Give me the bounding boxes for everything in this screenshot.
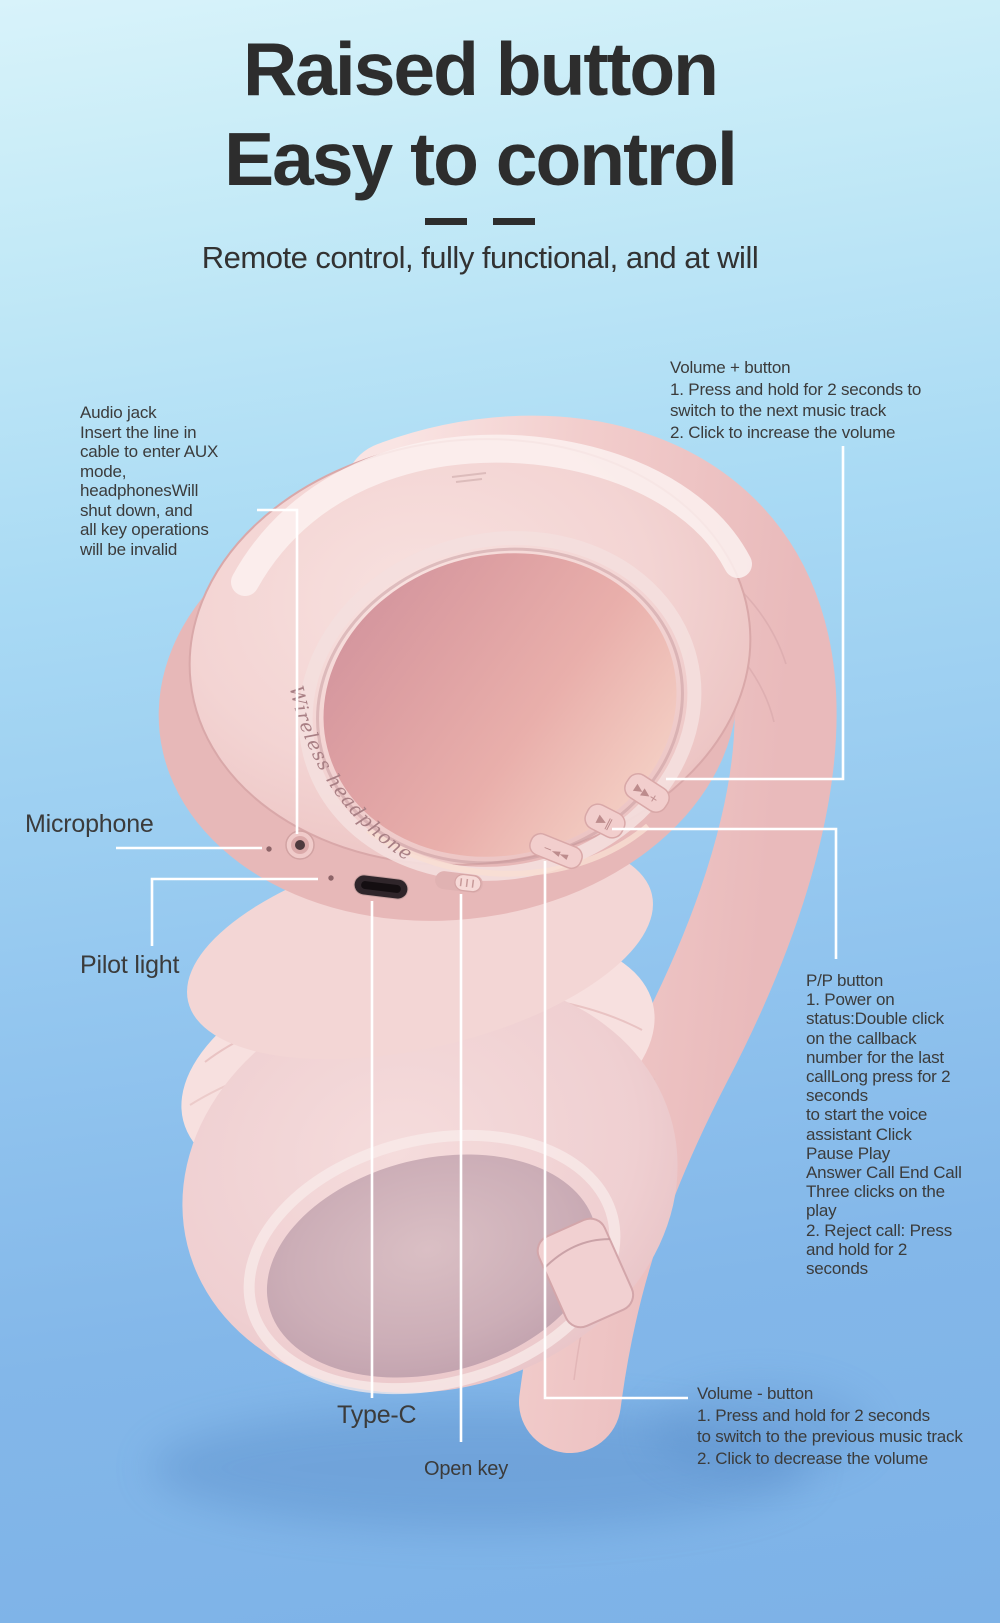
- callout-lines: [116, 446, 845, 1442]
- label-microphone: Microphone: [25, 810, 154, 838]
- label-volume-plus: Volume + button 1. Press and hold for 2 …: [670, 358, 922, 442]
- metal-plate-shadow-ring: [316, 547, 684, 865]
- microphone-hole: [266, 846, 272, 852]
- page-subtitle: Remote control, fully functional, and at…: [201, 240, 759, 275]
- callout-line-pilot-light: [150, 877, 318, 946]
- callout-line-audio-jack: [257, 508, 299, 834]
- title-divider: [425, 218, 535, 225]
- ground-shadow-right: [650, 1385, 870, 1475]
- hinge-bracket: [536, 1217, 635, 1329]
- metal-plate-bottom-gleam: [366, 823, 650, 877]
- volume-minus-key: −◄◄: [529, 832, 583, 870]
- type-c-port: [353, 874, 409, 900]
- label-audio-jack: Audio jack Insert the line in cable to e…: [80, 403, 219, 559]
- pilot-light-dot: [328, 875, 334, 881]
- ground-shadow: [150, 1406, 810, 1530]
- label-pp-button: P/P button 1. Power on status:Double cli…: [806, 971, 962, 1279]
- callout-line-volume-plus: [666, 446, 845, 781]
- main-earcup-top-highlight: [231, 434, 752, 596]
- metal-plate: [323, 553, 677, 857]
- callout-line-volume-minus: [543, 861, 688, 1400]
- svg-text:▶‖: ▶‖: [595, 812, 615, 831]
- lower-earcup-inner-pad: [266, 1154, 598, 1378]
- callout-line-pp-button: [612, 827, 838, 959]
- page-title: Raised button Easy to control: [224, 27, 738, 201]
- main-earcup: Wireless headphone: [158, 434, 752, 921]
- volume-plus-key: ▶▶+: [624, 773, 670, 813]
- heading-block: Raised button Easy to control Remote con…: [0, 24, 960, 276]
- power-switch: [435, 871, 483, 893]
- headband-brand-mark: [451, 472, 487, 483]
- label-pilot-light: Pilot light: [80, 951, 180, 979]
- label-type-c: Type-C: [337, 1401, 417, 1429]
- label-volume-minus: Volume - button 1. Press and hold for 2 …: [697, 1384, 963, 1468]
- audio-jack-port: [285, 830, 315, 860]
- label-open-key: Open key: [424, 1458, 509, 1480]
- metal-plate-ring: [298, 531, 702, 881]
